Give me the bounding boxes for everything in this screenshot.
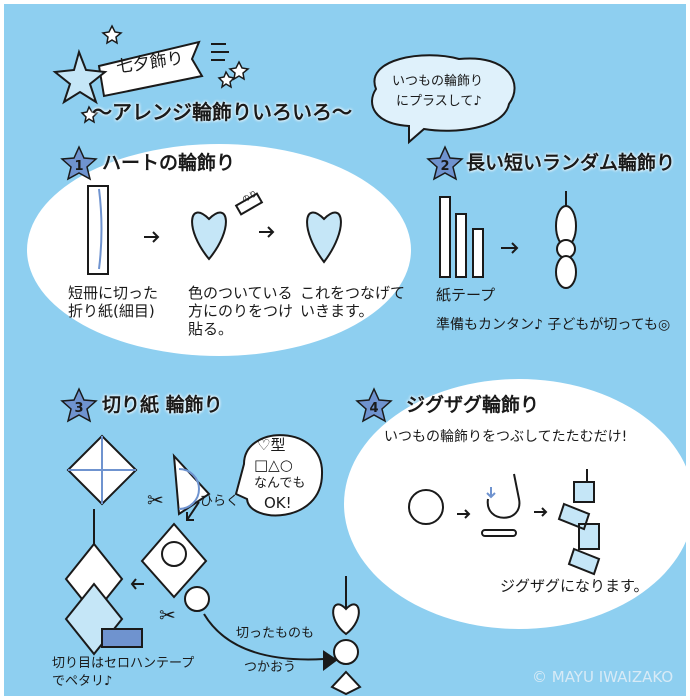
section1-ellipse — [27, 144, 411, 356]
long-ring — [555, 255, 577, 289]
bubble-line: □△○ — [254, 456, 293, 474]
arrow-icon — [501, 242, 519, 254]
shape-bubble — [234, 434, 324, 517]
arrow-icon — [534, 507, 548, 517]
circle-charm — [333, 639, 359, 665]
arrow-icon — [144, 231, 160, 243]
section-number: 4 — [369, 401, 379, 416]
arrow-icon — [259, 226, 275, 238]
caption-line: 短冊に切った — [68, 284, 159, 302]
bubble-line: なんでも — [254, 476, 306, 491]
result-text: ジグザグになります。 — [500, 577, 649, 595]
speech-bubble-line-2: にプラスして♪ — [396, 94, 482, 109]
tape-short — [472, 228, 484, 278]
section-title: 切り紙 輪飾り — [102, 394, 223, 416]
tape-dispenser-icon — [101, 628, 143, 648]
tape-long — [439, 196, 451, 278]
tape-mid — [455, 213, 467, 278]
paper-strip — [87, 185, 109, 275]
cut-circle — [184, 586, 210, 612]
zigzag-chain — [557, 481, 601, 576]
curved-arrow-icon — [203, 613, 325, 661]
reuse-note-line: つかおう — [244, 660, 297, 675]
caption-line: 貼る。 — [188, 320, 234, 338]
reuse-note-line: 切ったものも — [236, 626, 315, 641]
section-title: ハートの輪飾り — [102, 152, 236, 174]
diamond-charm — [330, 670, 362, 696]
caption-line: いきます。 — [300, 302, 374, 320]
section4-ellipse — [344, 379, 686, 629]
caption-line: 準備もカンタン♪ 子どもが切っても◎ — [436, 317, 671, 333]
star-number-icon — [60, 145, 98, 181]
scissors-icon: ✂ — [159, 603, 176, 627]
caption-line: これをつなげて — [300, 284, 406, 302]
down-arrow-icon — [486, 487, 496, 499]
bubble-line: OK! — [264, 494, 292, 512]
arrow-icon — [130, 578, 144, 590]
small-star-icon — [101, 24, 123, 45]
star-mascot-icon — [52, 48, 108, 105]
section-number: 1 — [74, 159, 84, 174]
tape-note-line: 切り目はセロハンテープ — [52, 656, 195, 671]
flattened-ring — [481, 529, 517, 537]
folded-triangle — [172, 453, 211, 516]
speech-bubble-line-1: いつもの輪飾り — [392, 74, 484, 89]
speech-bubble-shape — [371, 54, 516, 145]
banner-ribbon — [97, 40, 204, 98]
small-star-icon — [217, 70, 236, 89]
small-star-icon — [228, 60, 250, 81]
arrow-icon — [457, 509, 471, 519]
caption-line: 色のついている — [188, 284, 293, 302]
section-number: 3 — [74, 401, 84, 416]
heart-ring — [306, 211, 342, 264]
scissors-icon: ✂ — [147, 488, 164, 512]
caption-line: 紙テープ — [436, 286, 496, 304]
instruction-text: いつもの輪飾りをつぶしてたたむだけ! — [384, 429, 628, 445]
star-number-icon — [60, 387, 98, 423]
star-number-icon — [426, 145, 464, 181]
illustration-canvas: ✂ ✂ 七夕飾り ～アレンジ輪飾りいろいろ～ いつもの輪飾り にプラスして♪ 1… — [4, 4, 686, 696]
section-title: 長い短いランダム輪飾り — [466, 152, 676, 174]
tape-note-line: でペタリ♪ — [52, 674, 113, 689]
section-title: ジグザグ輪飾り — [406, 394, 540, 416]
illustration-drawings: ✂ ✂ — [27, 24, 686, 696]
section-number: 2 — [440, 159, 450, 174]
copyright-credit: © MAYU IWAIZAKO — [532, 668, 674, 686]
bubble-line: ♡型 — [257, 436, 286, 454]
open-label: ひらく — [200, 494, 240, 509]
arrow-icon — [186, 501, 200, 521]
caption-line: 方にのりをつけ — [188, 302, 294, 320]
heart-glue — [191, 211, 227, 261]
star-number-icon — [355, 387, 393, 423]
caption-line: 折り紙(細目) — [68, 302, 155, 320]
heart-charm — [332, 603, 360, 636]
glue-tube-icon — [234, 192, 264, 216]
page-subtitle: ～アレンジ輪飾りいろいろ～ — [92, 100, 352, 124]
plain-ring — [408, 489, 444, 525]
press-hand — [486, 473, 521, 519]
small-star-icon — [80, 105, 99, 124]
